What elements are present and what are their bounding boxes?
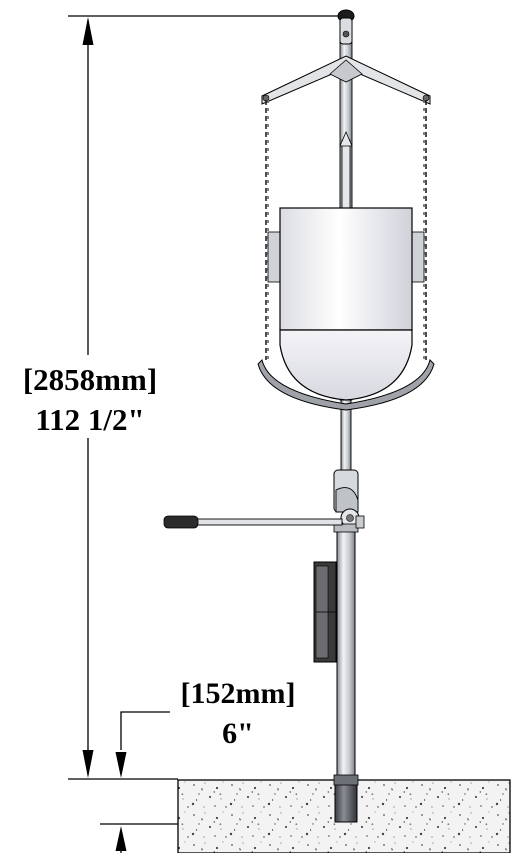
- handle-grip: [163, 515, 199, 529]
- arrowhead-bottom: [82, 750, 94, 778]
- chain-left: [265, 100, 269, 360]
- lifting-beam-web: [329, 59, 363, 83]
- bucket-cradle: [257, 359, 435, 411]
- handle-clamp: [355, 515, 365, 529]
- embed-depth-inch-label: 6": [222, 717, 254, 750]
- overall-height-inch-label: 112 1/2": [35, 402, 145, 437]
- pole-sleeve: [334, 781, 358, 823]
- valve-hub-center: [346, 514, 354, 522]
- mast-lower-section: [340, 399, 352, 481]
- overall-height-dimension: [68, 15, 338, 780]
- mast-top-pin: [342, 30, 350, 38]
- chain-right: [423, 100, 427, 360]
- embed-depth-mm-label: [152mm]: [180, 677, 296, 710]
- pole-sleeve-collar: [333, 774, 359, 786]
- overall-height-mm-label: [2858mm]: [22, 362, 158, 397]
- main-pole: [336, 529, 356, 783]
- bucket-bottom: [279, 329, 413, 401]
- guide-rod-tip: [339, 130, 353, 147]
- embed-arrowhead-bottom: [115, 826, 127, 851]
- bucket-body: [279, 207, 413, 331]
- leader-line: [120, 711, 170, 750]
- guide-rod: [341, 139, 351, 211]
- embed-arrowhead-top: [115, 752, 127, 778]
- valve-elbow: [335, 487, 359, 513]
- arrowhead-top: [82, 17, 94, 45]
